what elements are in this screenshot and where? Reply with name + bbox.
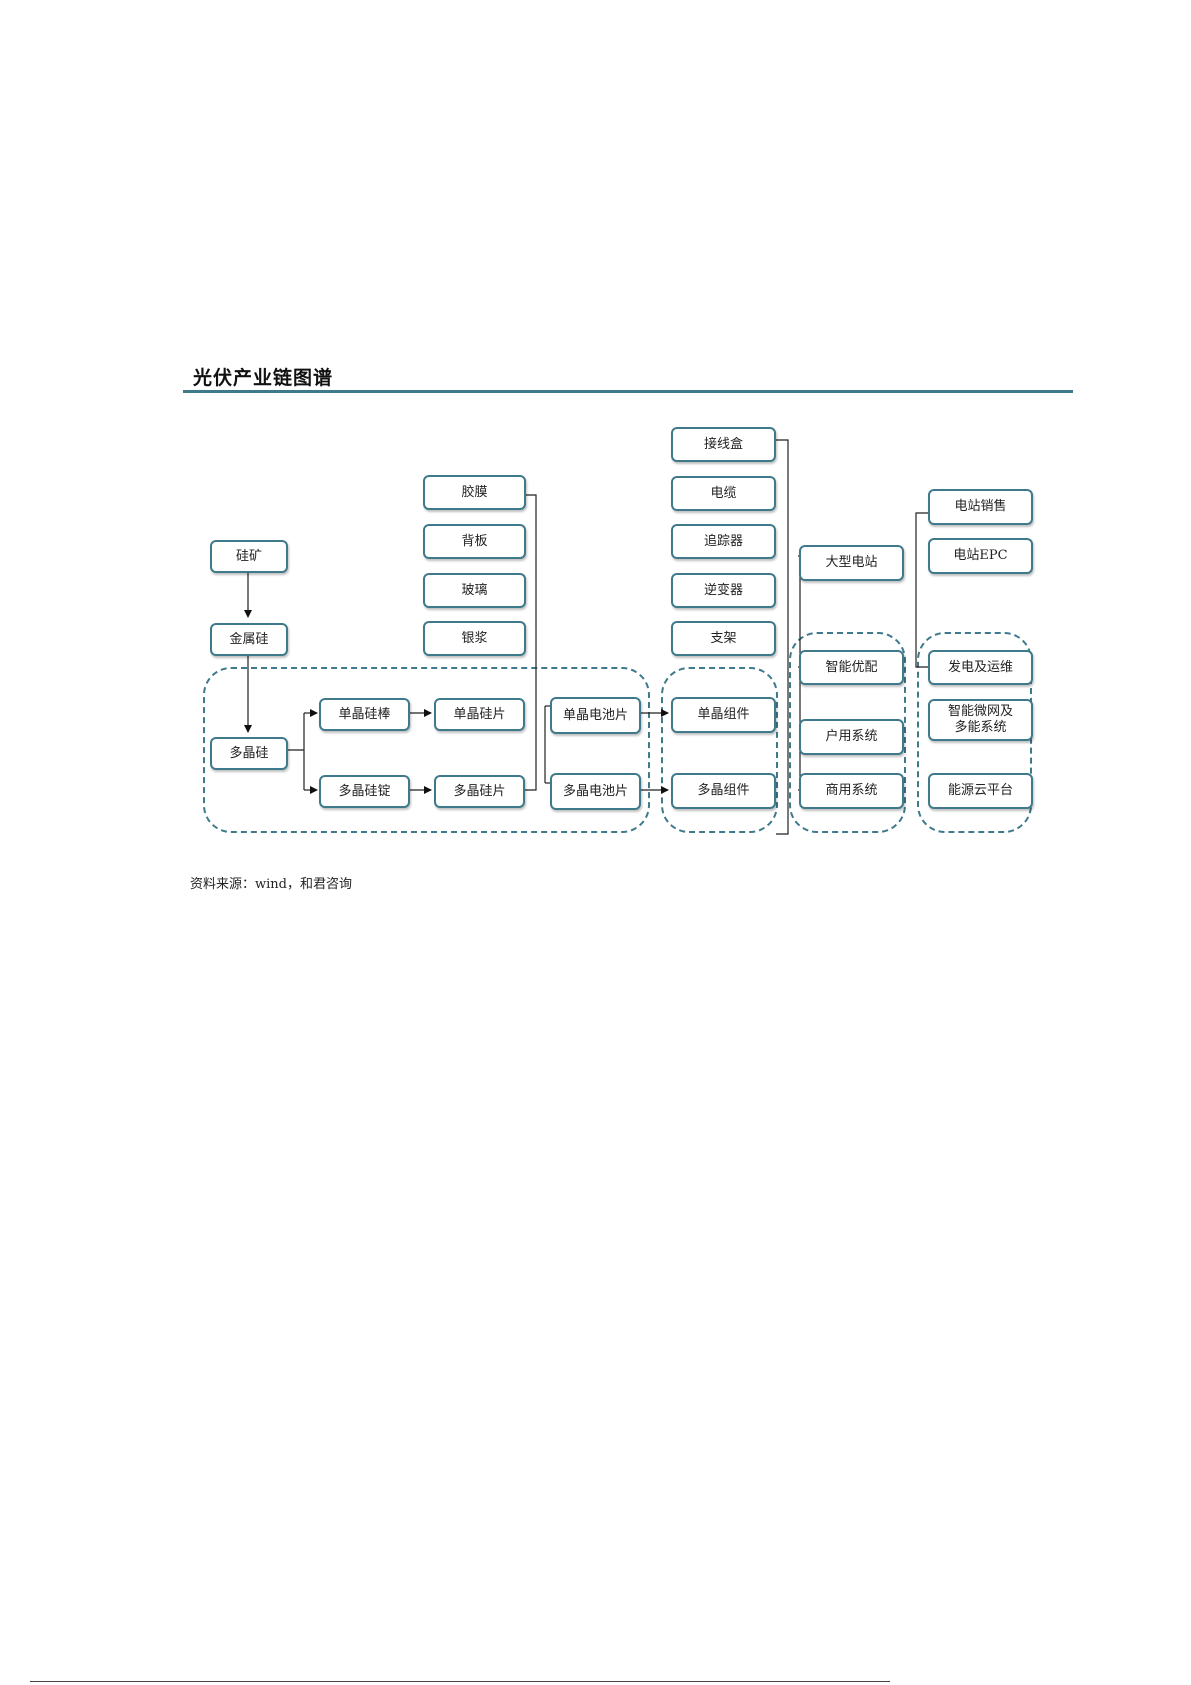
mono-module-node: 单晶组件: [671, 697, 776, 733]
branch-poly: [286, 713, 304, 750]
poly-module-node: 多晶组件: [671, 773, 776, 809]
utility-plant-node: 大型电站: [799, 545, 904, 581]
eva-film-node: 胶膜: [423, 475, 526, 510]
junction-box-node: 接线盒: [671, 427, 776, 462]
mono-silicon-wafer-node: 单晶硅片: [434, 698, 525, 731]
poly-silicon-wafer-node: 多晶硅片: [434, 775, 525, 808]
inverter-node: 逆变器: [671, 573, 776, 608]
glass-node: 玻璃: [423, 573, 526, 608]
silver-paste-node: 银浆: [423, 621, 526, 656]
commercial-system-node: 商用系统: [799, 773, 904, 809]
energy-cloud-platform-node: 能源云平台: [928, 773, 1033, 809]
footer-divider: [30, 1681, 890, 1682]
bracket-bos: [775, 440, 788, 834]
mono-cell-node: 单晶电池片: [550, 697, 641, 734]
backsheet-node: 背板: [423, 524, 526, 559]
plant-epc-node: 电站EPC: [928, 538, 1033, 574]
mono-silicon-rod-node: 单晶硅棒: [319, 698, 410, 731]
poly-cell-node: 多晶电池片: [550, 773, 641, 810]
generation-om-node: 发电及运维: [928, 650, 1033, 685]
bracket-services: [916, 513, 928, 667]
poly-silicon-ingot-node: 多晶硅锭: [319, 775, 410, 808]
plant-sales-node: 电站销售: [928, 489, 1033, 525]
mounting-bracket-node: 支架: [671, 621, 776, 656]
cable-node: 电缆: [671, 476, 776, 511]
smart-optimizer-node: 智能优配: [799, 650, 904, 685]
polysilicon-node: 多晶硅: [210, 737, 288, 770]
source-note: 资料来源：wind，和君咨询: [190, 873, 352, 892]
residential-system-node: 户用系统: [799, 719, 904, 755]
silicon-ore-node: 硅矿: [210, 540, 288, 573]
metallurgical-silicon-node: 金属硅: [210, 623, 288, 656]
tracker-node: 追踪器: [671, 524, 776, 559]
microgrid-node: 智能微网及多能系统: [928, 699, 1033, 741]
